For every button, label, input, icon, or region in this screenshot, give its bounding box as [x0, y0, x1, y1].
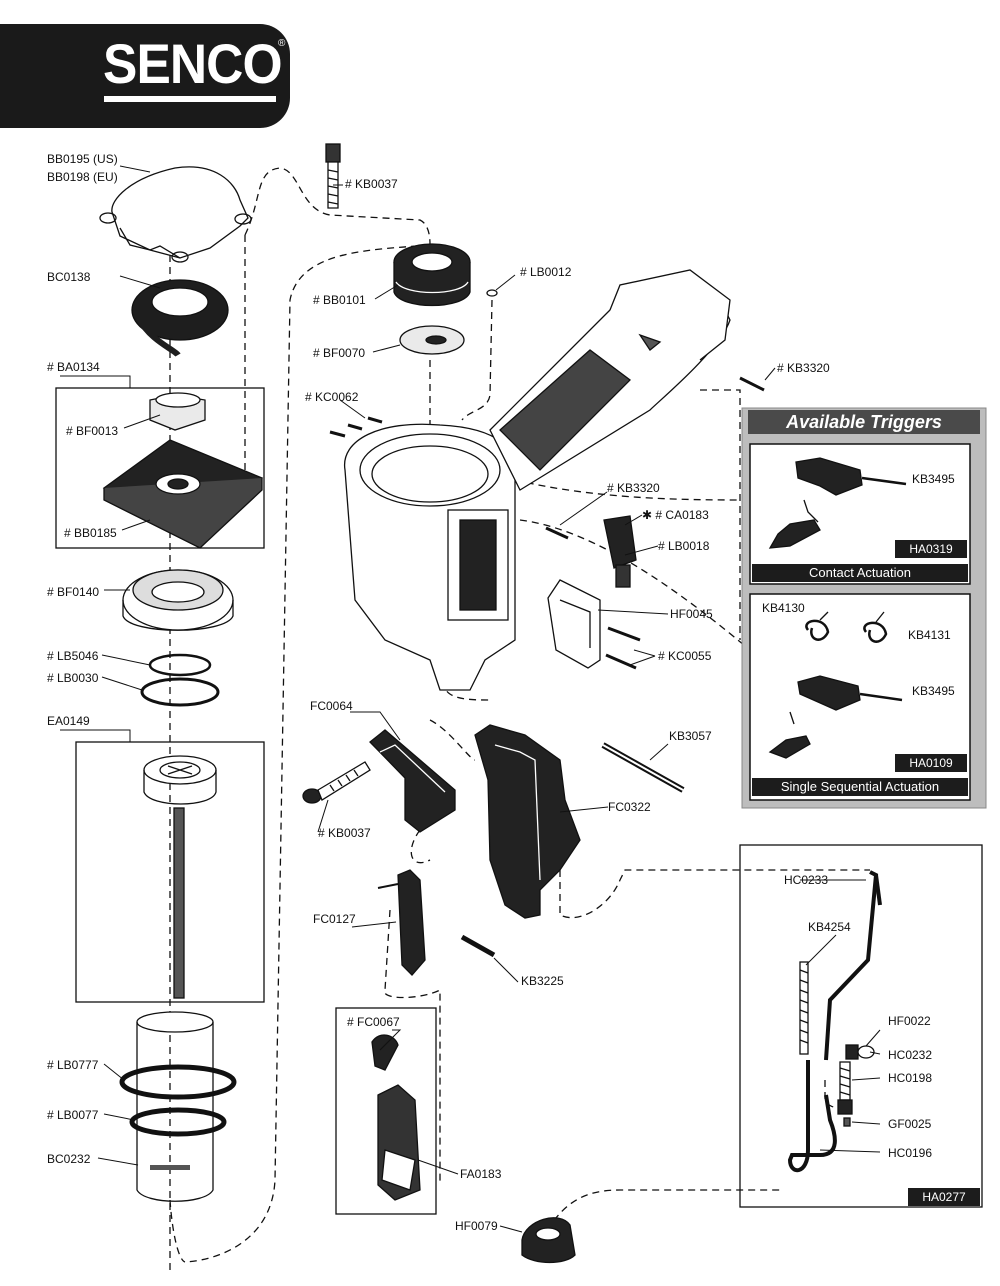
- pin-kb3320-top: [739, 376, 765, 392]
- part-label-kb3320-top: # KB3320: [777, 361, 830, 375]
- plate-fc0064: [369, 729, 456, 833]
- part-label-bb0195: BB0195 (US): [47, 152, 118, 166]
- brand-logo-underline: [104, 96, 276, 102]
- part-label-hc0233: HC0233: [784, 873, 829, 887]
- part-label-fc0067: # FC0067: [347, 1015, 400, 1029]
- bolt-kb0037-top: [325, 143, 341, 209]
- part-label-fc0322: FC0322: [608, 800, 651, 814]
- brand-logo-bar: [0, 24, 290, 128]
- box-ha0277: [739, 844, 983, 1208]
- cap-bb0101: [393, 243, 471, 307]
- part-label-ba0134: # BA0134: [47, 360, 100, 374]
- spring-kb4254: [799, 961, 809, 1055]
- part-label-kb0037-top: # KB0037: [345, 177, 398, 191]
- plate-bb0185: [102, 439, 264, 549]
- part-label-bf0013: # BF0013: [66, 424, 119, 438]
- ring-bf0140: [122, 569, 234, 631]
- part-label-ea0149: EA0149: [47, 714, 90, 728]
- part-label-bf0070: # BF0070: [313, 346, 366, 360]
- brand-logo-text: SENCO: [103, 32, 283, 95]
- part-label-bb0198: BB0198 (EU): [47, 170, 118, 184]
- part-label-fc0064: FC0064: [310, 699, 353, 713]
- oring-lb0030: [140, 677, 220, 707]
- guide-fc0322: [474, 724, 581, 919]
- part-label-kb4130: KB4130: [762, 601, 805, 615]
- latch-fc0067: [371, 1034, 421, 1201]
- part-label-lb0030: # LB0030: [47, 671, 99, 685]
- oring-lb0777: [119, 1064, 237, 1100]
- cylinder-bc0232: [136, 1011, 214, 1202]
- part-label-lb0777: # LB0777: [47, 1058, 99, 1072]
- pin-kb3225: [460, 934, 496, 958]
- box-ea0149: [75, 741, 265, 1003]
- part-label-hf0022: HF0022: [888, 1014, 931, 1028]
- part-label-kb3225: KB3225: [521, 974, 564, 988]
- gasket-bc0138: [131, 279, 229, 358]
- part-label-kb3495-sequential: KB3495: [912, 684, 955, 698]
- oring-lb0077: [129, 1107, 227, 1137]
- foot-hf0079: [521, 1217, 576, 1264]
- part-label-hc0196: HC0196: [888, 1146, 933, 1160]
- bracket-hf0045: [547, 579, 601, 669]
- part-label-kb0037-mid: # KB0037: [318, 826, 371, 840]
- part-label-kb3495-contact: KB3495: [912, 472, 955, 486]
- part-label-hc0232: HC0232: [888, 1048, 933, 1062]
- part-label-kc0055: # KC0055: [658, 649, 712, 663]
- leader-lines: [60, 165, 909, 1233]
- tool-body-housing: [344, 269, 731, 691]
- part-label-bc0232: BC0232: [47, 1152, 91, 1166]
- pin-kb3320-mid: [545, 526, 569, 540]
- pin-kb3057-highlight: [602, 744, 684, 791]
- part-label-hc0198: HC0198: [888, 1071, 933, 1085]
- part-label-lb0012: # LB0012: [520, 265, 572, 279]
- trigger-contact-drawing: [768, 457, 907, 549]
- part-label-lb5046: # LB5046: [47, 649, 99, 663]
- caption-single-sequential-actuation: Single Sequential Actuation: [752, 778, 968, 796]
- kit-code-ha0277: HA0277: [908, 1188, 980, 1206]
- part-label-lb0077: # LB0077: [47, 1108, 99, 1122]
- bolt-kb0037-mid: [302, 761, 371, 804]
- part-label-ca0183: ✱ # CA0183: [642, 508, 709, 522]
- part-label-bf0140: # BF0140: [47, 585, 100, 599]
- rod-hc0233: [824, 870, 882, 1061]
- rod-hc0196: [787, 1060, 837, 1173]
- box-ba0134: [55, 387, 265, 549]
- part-label-hf0045: HF0045: [670, 607, 713, 621]
- oring-lb5046: [148, 653, 212, 677]
- part-label-kb3320-mid: # KB3320: [607, 481, 660, 495]
- parts-hc0232-hc0198-gf0025: [837, 1044, 875, 1127]
- valve-ca0183: [603, 515, 637, 588]
- assembly-paths: [169, 167, 870, 1270]
- box-fa0183: [335, 1007, 437, 1215]
- pin-kc0055-a: [607, 626, 641, 642]
- pin-kc0055-b: [605, 653, 637, 670]
- valve-bf0013: [149, 392, 206, 431]
- part-label-kb4131: KB4131: [908, 628, 951, 642]
- part-label-kb4254: KB4254: [808, 920, 851, 934]
- trigger-sequential-drawing: [768, 611, 903, 759]
- kit-code-ha0319: HA0319: [895, 540, 967, 558]
- part-label-kc0062: # KC0062: [305, 390, 359, 404]
- brand-registered-mark: ®: [278, 38, 286, 49]
- part-label-kb3057: KB3057: [669, 729, 712, 743]
- part-label-gf0025: GF0025: [888, 1117, 932, 1131]
- part-label-fa0183: FA0183: [460, 1167, 502, 1181]
- part-label-bc0138: BC0138: [47, 270, 91, 284]
- disc-bf0070: [399, 325, 465, 355]
- part-label-fc0127: FC0127: [313, 912, 356, 926]
- piston-ea0149: [143, 755, 217, 999]
- part-label-bb0185: # BB0185: [64, 526, 117, 540]
- part-label-lb0018: # LB0018: [658, 539, 710, 553]
- part-label-bb0101: # BB0101: [313, 293, 366, 307]
- cap-bb0195: [99, 166, 252, 263]
- latch-fc0127: [377, 869, 426, 976]
- triggers-panel-title: Available Triggers: [748, 410, 980, 434]
- ring-lb0012: [486, 289, 498, 297]
- caption-contact-actuation: Contact Actuation: [752, 564, 968, 582]
- screws-kc0062: [329, 416, 383, 438]
- part-label-hf0079: HF0079: [455, 1219, 498, 1233]
- kit-code-ha0109: HA0109: [895, 754, 967, 772]
